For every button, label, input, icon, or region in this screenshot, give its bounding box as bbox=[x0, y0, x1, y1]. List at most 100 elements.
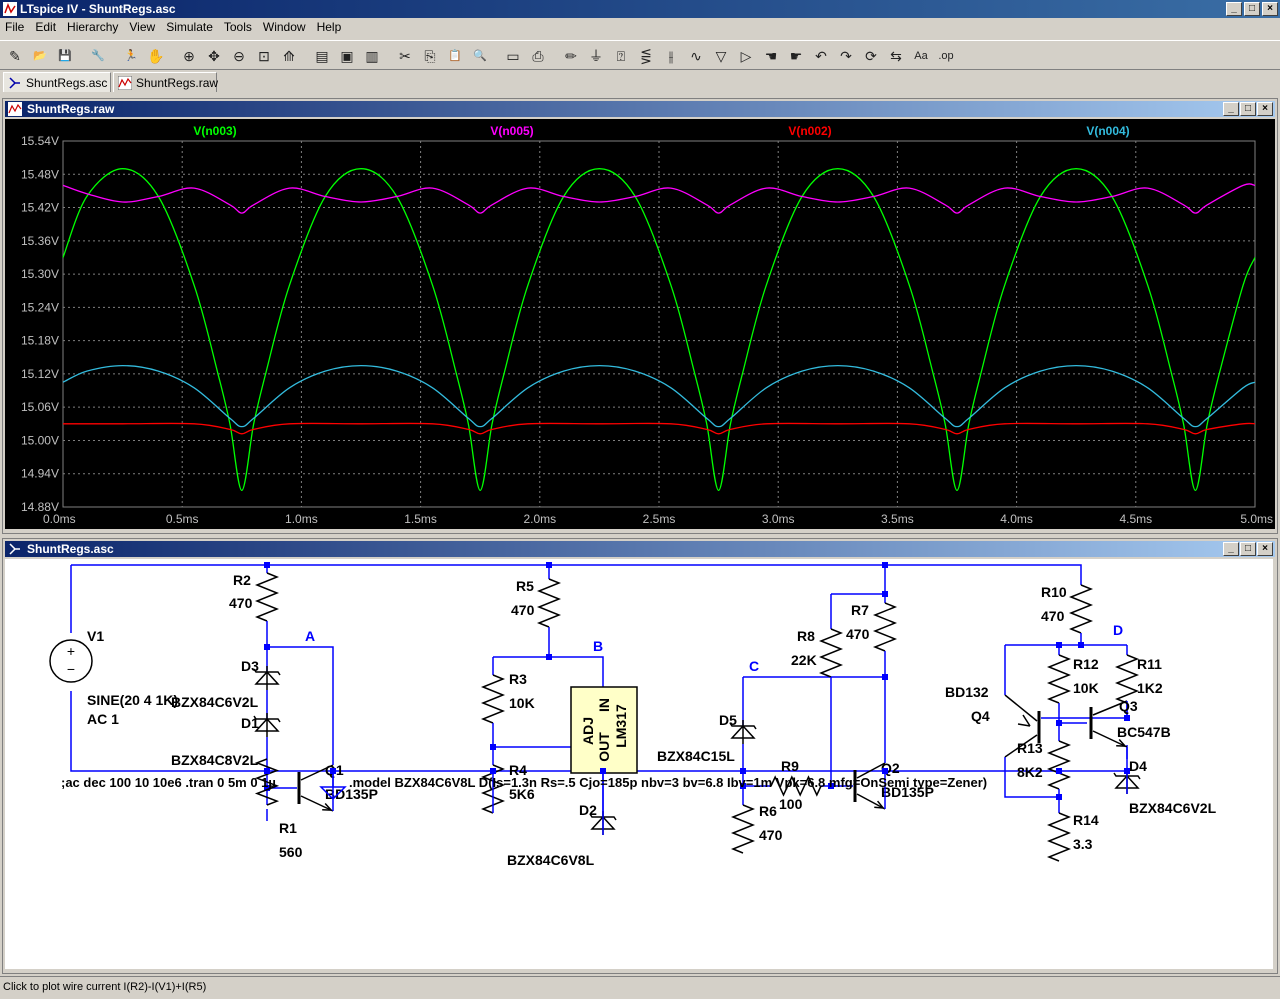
print-preview-icon[interactable]: ▭ bbox=[506, 48, 520, 64]
wire-icon[interactable]: ✏ bbox=[565, 48, 577, 64]
waveform-plot[interactable]: 15.54V15.48V15.42V15.36V15.30V15.24V15.1… bbox=[5, 119, 1275, 529]
resistor-R1[interactable] bbox=[254, 758, 280, 806]
open-icon[interactable]: 📂 bbox=[33, 50, 47, 62]
waveform-window-title-bar[interactable]: ShuntRegs.raw _ □ × bbox=[5, 101, 1275, 117]
find-icon[interactable]: 🔍 bbox=[473, 50, 487, 62]
transistor-Q1[interactable] bbox=[297, 764, 334, 812]
label-R2-value: 470 bbox=[229, 595, 253, 611]
transistor-Q3[interactable] bbox=[1089, 700, 1128, 748]
zoom-in-icon[interactable]: ⊕ bbox=[183, 48, 195, 64]
series-line[interactable] bbox=[62, 168, 1256, 492]
component-icon[interactable]: ▷ bbox=[740, 48, 752, 64]
wire[interactable] bbox=[1004, 757, 1059, 798]
cascade-icon[interactable]: ▣ bbox=[340, 48, 354, 64]
undo-icon[interactable]: ↶ bbox=[815, 48, 827, 64]
maximize-button[interactable]: □ bbox=[1244, 2, 1260, 16]
wire[interactable] bbox=[267, 646, 334, 735]
menu-tools[interactable]: Tools bbox=[223, 20, 252, 34]
y-tick-label: 15.24V bbox=[21, 300, 59, 314]
zoom-out-icon[interactable]: ⊖ bbox=[233, 48, 245, 64]
schematic-minimize-button[interactable]: _ bbox=[1223, 542, 1239, 556]
series-line[interactable] bbox=[63, 422, 1256, 435]
label-D1-value: BZX84C8V2L bbox=[171, 752, 259, 768]
cut-icon[interactable]: ✂ bbox=[399, 48, 411, 64]
resistor-icon[interactable]: ⋚ bbox=[640, 48, 652, 64]
control-panel-icon[interactable]: 🔧 bbox=[91, 50, 105, 62]
tile-horizontal-icon[interactable]: ▤ bbox=[315, 48, 329, 64]
waveform-maximize-button[interactable]: □ bbox=[1240, 102, 1256, 116]
resistor-R5[interactable] bbox=[536, 578, 562, 628]
menu-simulate[interactable]: Simulate bbox=[166, 20, 213, 34]
resistor-R7[interactable] bbox=[872, 602, 898, 652]
legend-entry[interactable]: V(n004) bbox=[1086, 124, 1129, 138]
resistor-R8[interactable] bbox=[818, 628, 844, 678]
save-icon[interactable]: 💾 bbox=[58, 50, 72, 62]
app-title-bar[interactable]: LTspice IV - ShuntRegs.asc _ □ × bbox=[0, 0, 1280, 18]
menu-window[interactable]: Window bbox=[262, 20, 306, 34]
move-icon[interactable]: ☚ bbox=[764, 48, 778, 64]
menu-help[interactable]: Help bbox=[316, 20, 342, 34]
ground-icon[interactable] bbox=[319, 771, 347, 801]
paste-icon[interactable]: 📋 bbox=[448, 50, 462, 62]
menu-file[interactable]: File bbox=[5, 20, 25, 34]
pan-icon[interactable]: ✥ bbox=[208, 48, 220, 64]
wire[interactable] bbox=[71, 564, 1082, 585]
menu-edit[interactable]: Edit bbox=[35, 20, 57, 34]
legend-entry[interactable]: V(n002) bbox=[788, 124, 831, 138]
copy-icon[interactable]: ⎘ bbox=[424, 48, 436, 64]
close-button[interactable]: × bbox=[1262, 2, 1278, 16]
redo-icon[interactable]: ↷ bbox=[840, 48, 852, 64]
print-icon[interactable]: ⎙ bbox=[532, 48, 544, 64]
drag-icon[interactable]: ☛ bbox=[789, 48, 803, 64]
wire[interactable] bbox=[493, 656, 604, 687]
ground-icon[interactable]: ⏚ bbox=[589, 48, 603, 64]
zener-D1[interactable] bbox=[253, 713, 281, 737]
legend-entry[interactable]: V(n005) bbox=[490, 124, 533, 138]
resistor-R6[interactable] bbox=[730, 804, 756, 854]
transistor-Q4[interactable] bbox=[1004, 694, 1041, 758]
capacitor-icon[interactable]: ⫲ bbox=[668, 48, 674, 64]
tab-waveform[interactable]: ShuntRegs.raw bbox=[113, 72, 218, 92]
spice-directive-icon[interactable]: .op bbox=[938, 50, 954, 62]
resistor-R3[interactable] bbox=[480, 674, 506, 724]
rotate-icon[interactable]: ⟳ bbox=[865, 48, 877, 64]
resistor-R12[interactable] bbox=[1046, 654, 1072, 704]
mirror-icon[interactable]: ⇆ bbox=[890, 48, 902, 64]
halt-icon[interactable]: ✋ bbox=[147, 48, 165, 64]
menu-view[interactable]: View bbox=[129, 20, 156, 34]
resistor-R13[interactable] bbox=[1046, 740, 1072, 790]
waveform-minimize-button[interactable]: _ bbox=[1223, 102, 1239, 116]
legend-entry[interactable]: V(n003) bbox=[193, 124, 236, 138]
inductor-icon[interactable]: ∿ bbox=[690, 48, 702, 64]
diode-icon[interactable]: ▽ bbox=[715, 48, 727, 64]
resistor-R14[interactable] bbox=[1046, 812, 1072, 862]
schematic-maximize-button[interactable]: □ bbox=[1240, 542, 1256, 556]
resistor-R10[interactable] bbox=[1068, 584, 1094, 634]
svg-text:−: − bbox=[67, 661, 75, 677]
autorange-icon[interactable]: ⟰ bbox=[283, 48, 295, 64]
zoom-fit-icon[interactable]: ⊡ bbox=[258, 48, 270, 64]
schematic-close-button[interactable]: × bbox=[1257, 542, 1273, 556]
series-line[interactable] bbox=[62, 364, 1256, 428]
resistor-R9[interactable] bbox=[770, 775, 822, 797]
text-icon[interactable]: Aa bbox=[914, 50, 928, 62]
label-net-icon[interactable]: ⍰ bbox=[616, 48, 626, 64]
zener-D5[interactable] bbox=[729, 720, 757, 744]
transistor-Q2[interactable] bbox=[853, 762, 886, 810]
resistor-R2[interactable] bbox=[254, 572, 280, 622]
waveform-close-button[interactable]: × bbox=[1257, 102, 1273, 116]
minimize-button[interactable]: _ bbox=[1226, 2, 1242, 16]
run-icon[interactable]: 🏃 bbox=[124, 50, 138, 62]
tile-vertical-icon[interactable]: ▥ bbox=[365, 48, 379, 64]
resistor-R11[interactable] bbox=[1114, 654, 1140, 704]
zener-D3[interactable] bbox=[253, 666, 281, 690]
tab-schematic[interactable]: ShuntRegs.asc bbox=[3, 72, 111, 92]
voltage-source-V1[interactable]: +− bbox=[49, 639, 93, 683]
new-schematic-icon[interactable]: ✎ bbox=[9, 48, 21, 64]
menu-hierarchy[interactable]: Hierarchy bbox=[67, 20, 119, 34]
series-line[interactable] bbox=[62, 183, 1256, 214]
schematic-window-title-bar[interactable]: ShuntRegs.asc _ □ × bbox=[5, 541, 1275, 557]
regulator-value: LM317 bbox=[613, 704, 629, 748]
